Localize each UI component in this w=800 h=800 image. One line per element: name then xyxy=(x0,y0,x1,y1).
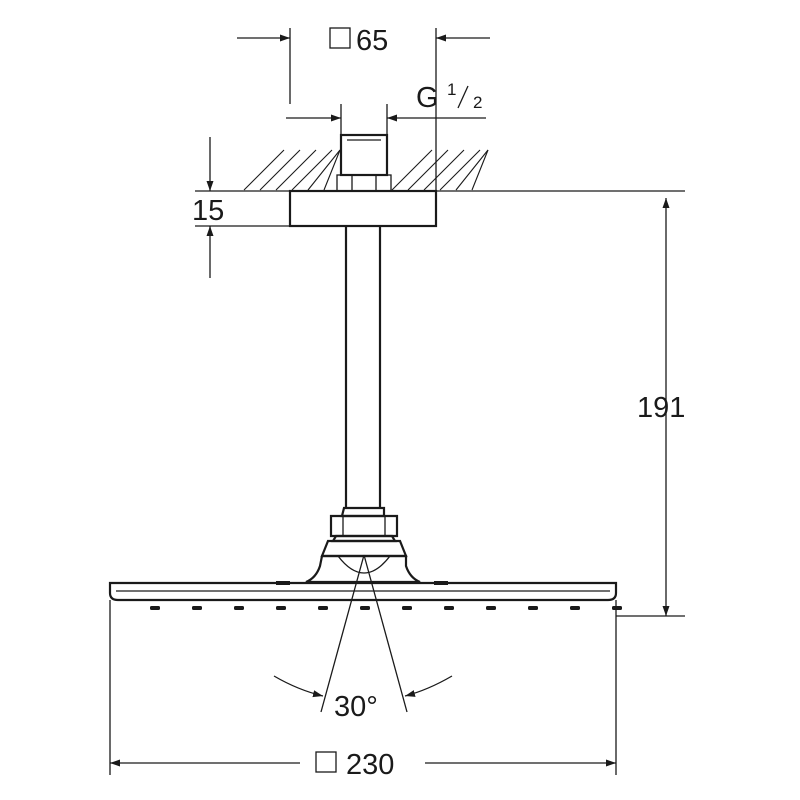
ceiling-flange xyxy=(288,189,438,228)
shower-head xyxy=(108,581,622,610)
dim-tilt-angle: 30° xyxy=(273,554,453,723)
total-height-value: 191 xyxy=(637,392,685,424)
dim-total-height: 191 xyxy=(616,198,685,617)
dim-flange-width: 65 xyxy=(237,25,490,191)
flange-height-value: 15 xyxy=(192,195,224,227)
dim-flange-height: 15 xyxy=(192,137,290,278)
thread-denominator: 2 xyxy=(473,93,482,112)
shower-arm xyxy=(344,226,382,508)
wall-connector xyxy=(336,133,392,192)
thread-numerator: 1 xyxy=(447,80,456,99)
square-symbol-icon xyxy=(329,27,351,49)
swivel-joint xyxy=(305,506,421,584)
thread-letter: G xyxy=(416,82,439,114)
flange-width-value: 65 xyxy=(356,25,388,57)
dim-head-width: 230 xyxy=(109,600,617,781)
tilt-angle-value: 30° xyxy=(334,691,378,723)
square-symbol-icon xyxy=(315,751,337,773)
dim-thread: G 1 2 xyxy=(286,80,486,135)
ceiling-hatch-icon xyxy=(195,149,685,192)
head-width-value: 230 xyxy=(346,749,394,781)
